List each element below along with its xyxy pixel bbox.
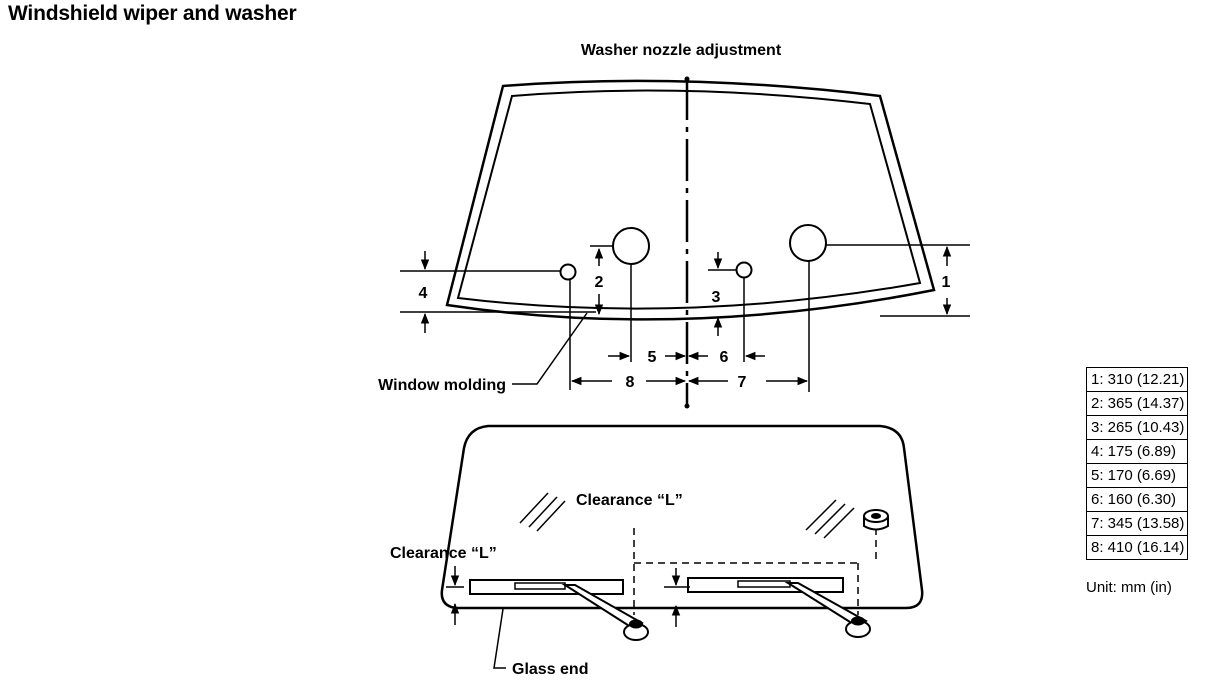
window-molding-leader <box>512 312 588 385</box>
wiper-view: Clearance “L” Clearance “L” Glass end <box>390 424 924 678</box>
wiper-pivot-left <box>623 619 649 641</box>
windshield-glass-inner <box>456 89 922 310</box>
dimension-arrows <box>420 245 952 386</box>
spec-row-6: 6: 160 (6.30) <box>1085 487 1189 512</box>
windshield-front-view <box>445 79 936 321</box>
clearance-reference-lines <box>633 528 877 615</box>
spec-row-8: 8: 410 (16.14) <box>1085 535 1189 560</box>
spray-point-large-left <box>612 227 650 265</box>
dim-label-5: 5 <box>648 349 657 366</box>
spec-row-4: 4: 175 (6.89) <box>1085 439 1189 464</box>
spec-row: 4: 175 (6.89) <box>1085 439 1189 464</box>
dim-label-2: 2 <box>595 274 604 291</box>
spec-row: 7: 345 (13.58) <box>1085 511 1189 536</box>
clearance-arrows <box>446 566 690 627</box>
spray-point-small-right <box>735 261 753 279</box>
spec-row-1: 1: 310 (12.21) <box>1085 367 1189 392</box>
spec-row: 3: 265 (10.43) <box>1085 415 1189 440</box>
spec-row-7: 7: 345 (13.58) <box>1085 511 1189 536</box>
clearance-label-right: Clearance “L” <box>576 492 683 509</box>
dim-label-4: 4 <box>419 285 428 302</box>
dim-label-3: 3 <box>712 289 721 306</box>
spray-point-small-left <box>559 263 577 281</box>
glass-end-leader <box>493 608 506 669</box>
spec-row: 2: 365 (14.37) <box>1085 391 1189 416</box>
spray-point-large-right <box>789 224 827 262</box>
windshield-glass-outer <box>445 79 936 321</box>
window-molding-label: Window molding <box>378 377 506 394</box>
centerline-end-top <box>684 76 690 82</box>
wiper-arm-right <box>784 582 868 629</box>
spec-row: 5: 170 (6.69) <box>1085 463 1189 488</box>
spec-table: 1: 310 (12.21) 2: 365 (14.37) 3: 265 (10… <box>1085 367 1189 560</box>
spec-row: 6: 160 (6.30) <box>1085 487 1189 512</box>
glass-reflection-marks <box>519 492 855 539</box>
spec-row: 1: 310 (12.21) <box>1085 367 1189 392</box>
extension-lines <box>400 244 970 392</box>
spec-row-2: 2: 365 (14.37) <box>1085 391 1189 416</box>
clearance-label-left: Clearance “L” <box>390 545 497 562</box>
spec-row-3: 3: 265 (10.43) <box>1085 415 1189 440</box>
dim-label-6: 6 <box>720 349 729 366</box>
dimension-numbers: 1 2 3 4 5 6 7 8 <box>419 274 951 391</box>
spec-row: 8: 410 (16.14) <box>1085 535 1189 560</box>
spec-row-5: 5: 170 (6.69) <box>1085 463 1189 488</box>
diagram-subtitle: Washer nozzle adjustment <box>581 42 782 59</box>
dim-label-7: 7 <box>738 374 747 391</box>
unit-note: Unit: mm (in) <box>1086 579 1172 596</box>
page-title: Windshield wiper and washer <box>8 2 297 25</box>
centerline-end-bottom <box>684 403 690 409</box>
wiper-pivot-right <box>845 616 871 638</box>
washer-nozzle-icon <box>863 509 889 531</box>
wiper-blade-clip-left <box>514 582 566 590</box>
glass-end-label: Glass end <box>512 661 588 678</box>
dim-label-1: 1 <box>942 274 951 291</box>
windshield-glass-top-view <box>440 424 924 610</box>
dim-label-8: 8 <box>626 374 635 391</box>
wiper-blade-clip-right <box>737 580 791 588</box>
